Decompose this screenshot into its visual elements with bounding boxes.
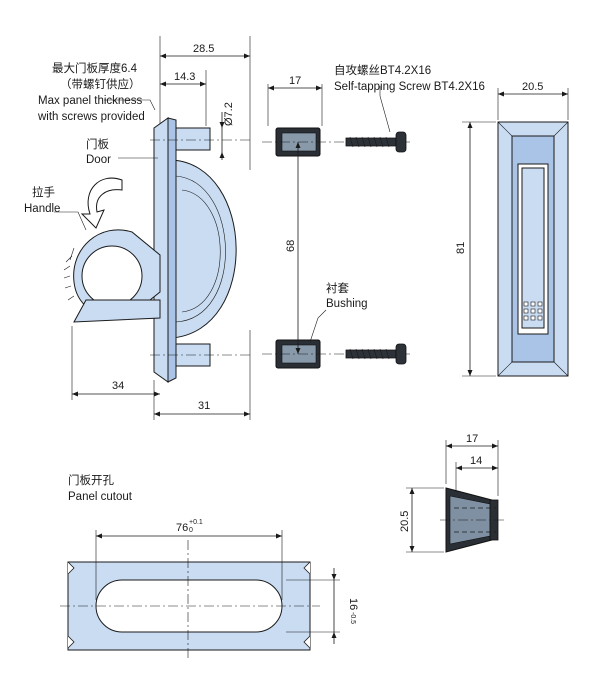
label-screw-cn: 自攻螺丝BT4.2X16 — [334, 63, 431, 77]
label-max-panel-cn: 最大门板厚度6.4 — [52, 61, 138, 75]
dim-34: 34 — [112, 380, 124, 392]
grip-dots — [523, 301, 543, 321]
label-handle-en: Handle — [24, 203, 60, 215]
label-max-panel-cn2: （带螺钉供应） — [60, 77, 141, 91]
label-cutout-en: Panel cutout — [68, 491, 133, 503]
dim-81: 81 — [455, 242, 467, 254]
dim-14-bushing: 14 — [470, 455, 482, 467]
label-door-cn: 门板 — [86, 137, 109, 151]
flange — [167, 117, 177, 383]
label-max-panel-en: Max panel thickness — [38, 95, 142, 107]
dim-17-top: 17 — [289, 75, 301, 87]
bushing-screw-view: 17 68 自攻螺丝BT4.2X16 Self-tapping Screw BT… — [262, 63, 485, 369]
label-bushing-en: Bushing — [326, 298, 368, 310]
handle-lever — [73, 299, 161, 323]
label-cutout-cn: 门板开孔 — [68, 473, 114, 487]
label-screw-en: Self-tapping Screw BT4.2X16 — [334, 81, 485, 93]
rotation-arrow-icon — [80, 177, 123, 229]
dim-68: 68 — [285, 240, 297, 252]
dim-16-tol: -0.5 — [349, 612, 356, 624]
dim-20-5-front: 20.5 — [522, 81, 543, 93]
dim-76-tol-upper: +0.1 — [189, 519, 203, 526]
label-max-panel-en2: with screws provided — [37, 111, 145, 123]
front-handle — [521, 167, 545, 329]
latch-body — [171, 159, 237, 339]
dim-16: 16 — [347, 598, 359, 610]
bushing-detail-view: 17 14 20.5 — [399, 433, 506, 553]
dim-28-5: 28.5 — [193, 43, 214, 55]
dim-20-5-bushing: 20.5 — [399, 511, 411, 532]
label-handle-cn: 拉手 — [32, 185, 55, 199]
lower-screw-head — [395, 343, 407, 365]
dim-14-3: 14.3 — [174, 71, 195, 83]
dim-76: 76 — [176, 522, 188, 534]
upper-screw-head — [395, 131, 407, 153]
panel-cutout-view: 门板开孔 Panel cutout 76 +0.1 0 16 -0.5 — [60, 473, 359, 660]
dim-17-bushing: 17 — [466, 433, 478, 445]
dim-diameter-7-2: Ø7.2 — [223, 102, 235, 126]
label-bushing-cn: 衬套 — [326, 282, 349, 295]
dim-76-tol-lower: 0 — [189, 527, 193, 534]
side-view: 28.5 14.3 Ø7.2 34 31 最大门板厚度6.4 （带螺钉供应） M… — [24, 36, 251, 420]
door-panel — [153, 117, 169, 383]
front-view: 20.5 81 — [455, 81, 569, 377]
dim-31: 31 — [198, 400, 210, 412]
label-door-en: Door — [86, 154, 111, 166]
